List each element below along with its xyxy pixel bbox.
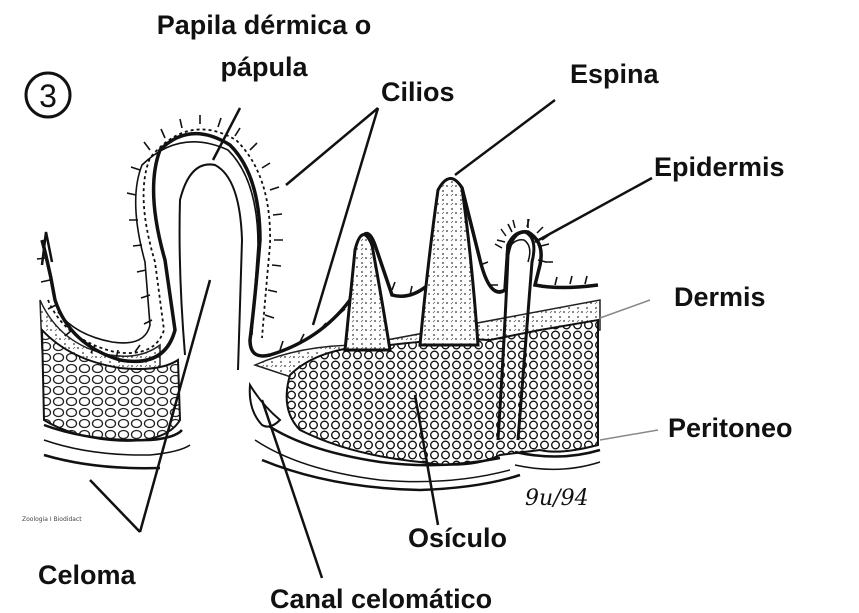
image-credit: Zoologia I Biodidact: [22, 516, 82, 523]
label-papila-line2: pápula: [220, 52, 308, 82]
label-peritoneo: Peritoneo: [668, 413, 793, 443]
label-canal-celomatico: Canal celomático: [270, 584, 492, 613]
label-espina: Espina: [570, 59, 660, 89]
label-cilios: Cilios: [381, 77, 455, 107]
label-papila-line1: Papila dérmica o: [157, 10, 372, 40]
label-epidermis: Epidermis: [654, 152, 785, 182]
spine-small: [345, 235, 390, 350]
figure-number: 3: [26, 73, 70, 117]
artist-signature: 9u/94: [525, 486, 589, 511]
label-osiculo: Osículo: [408, 523, 507, 553]
label-celoma: Celoma: [38, 560, 137, 590]
label-dermis: Dermis: [674, 282, 766, 312]
figure-number-text: 3: [39, 78, 57, 114]
spine-large: [420, 178, 478, 345]
